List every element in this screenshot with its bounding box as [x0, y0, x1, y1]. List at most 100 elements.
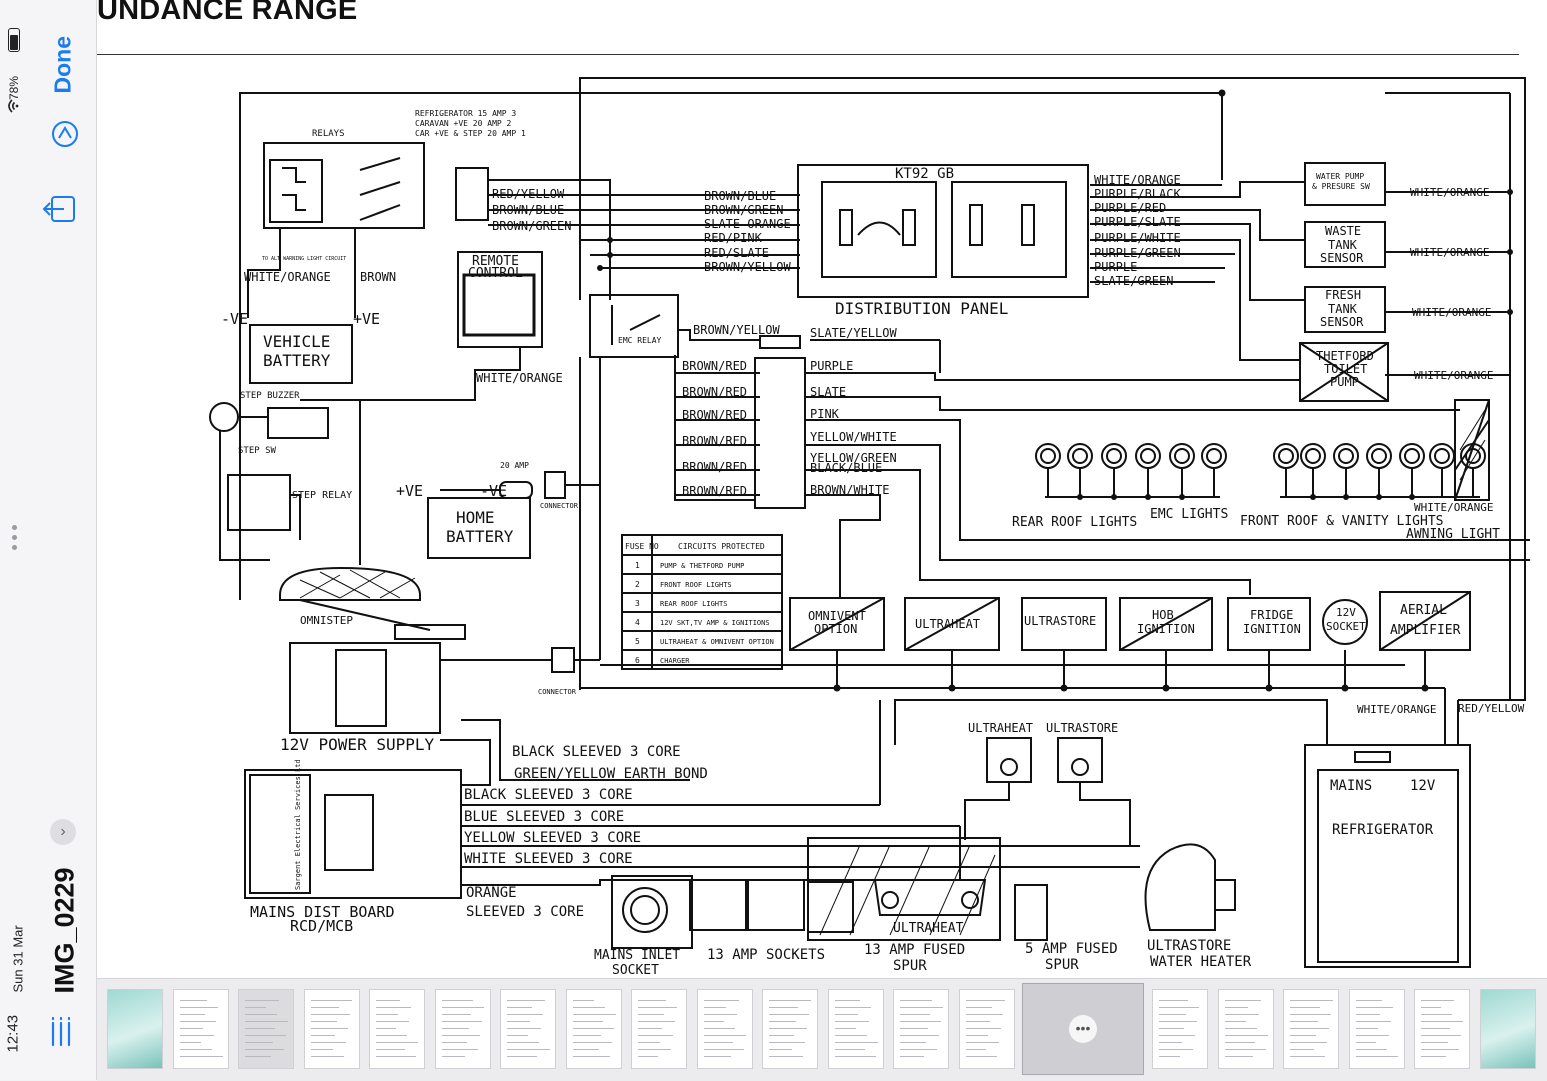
thumb-line: [703, 1028, 735, 1029]
thumbnail[interactable]: [696, 989, 753, 1069]
panel-right-wire: SLATE/GREEN: [1094, 274, 1173, 288]
thumb-line: [179, 1056, 223, 1057]
thumbnail[interactable]: [303, 989, 360, 1069]
thumbnail[interactable]: [565, 989, 622, 1069]
thumbnail-more-icon[interactable]: •••: [1069, 1015, 1097, 1043]
panel-left-wire: RED/SLATE: [704, 246, 769, 260]
thumbnail[interactable]: [762, 989, 818, 1069]
fuse-left-wire: BROWN/RED: [682, 460, 747, 474]
thumb-line: [834, 1028, 856, 1029]
expand-chevron-icon[interactable]: ›: [50, 819, 76, 845]
thumb-line: [834, 1014, 858, 1015]
thumbnail[interactable]: [1348, 989, 1405, 1069]
thumb-line: [900, 1007, 943, 1008]
list-icon[interactable]: [47, 1015, 77, 1051]
thumb-line: [769, 1007, 798, 1008]
fuse-right-wire: SLATE: [810, 385, 846, 399]
thumbnail[interactable]: [958, 989, 1015, 1069]
thumb-line: [1159, 1007, 1199, 1008]
thumb-line: [441, 1000, 473, 1001]
fuse-right-wire: PINK: [810, 407, 840, 421]
thumbnail-selected[interactable]: •••: [1022, 983, 1144, 1075]
fuse-right-wire: BLACK/BLUE: [810, 461, 882, 475]
thumb-line: [769, 1049, 792, 1050]
thumb-line: [1421, 1000, 1454, 1001]
power-supply-label: 12V POWER SUPPLY: [280, 735, 434, 754]
thumbnail[interactable]: [827, 989, 884, 1069]
thumbnail[interactable]: [1479, 989, 1536, 1069]
wiring-diagram: RELAYS REFRIGERATOR 15 AMP 3 CARAVAN +VE…: [209, 77, 1530, 978]
thumb-line: [1159, 1028, 1184, 1029]
thumb-line: [310, 1014, 350, 1015]
front-roof-lights-label: FRONT ROOF & VANITY LIGHTS: [1240, 514, 1444, 529]
vehicle-battery-label: BATTERY: [263, 351, 331, 370]
thumb-line: [769, 1028, 807, 1029]
light-bulb-inner: [1278, 448, 1294, 464]
fused-spur-label: 13 AMP FUSED: [864, 942, 965, 958]
fuse-right-wire: YELLOW/GREEN: [810, 451, 897, 465]
thumb-line: [376, 1014, 398, 1015]
thumbnail[interactable]: [1217, 989, 1274, 1069]
emc-lights-label: EMC LIGHTS: [1150, 507, 1228, 522]
thumbnail[interactable]: [893, 989, 949, 1069]
thumb-line: [179, 1049, 212, 1050]
thumb-line: [376, 1056, 416, 1057]
thumb-line: [572, 1035, 601, 1036]
thumbnail[interactable]: [172, 989, 229, 1069]
thumbnail[interactable]: [369, 989, 425, 1069]
thumb-line: [769, 1021, 796, 1022]
thumb-line: [1355, 1049, 1387, 1050]
thumb-line: [310, 1042, 346, 1043]
light-bulb-icon: [1366, 443, 1392, 469]
markup-icon[interactable]: [50, 119, 80, 149]
thumb-line: [1224, 1007, 1248, 1008]
thumb-line: [1224, 1056, 1253, 1057]
appliance-label: FRIDGE: [1250, 608, 1293, 622]
thumbnail[interactable]: [1283, 989, 1339, 1069]
fuse-left-wire: BROWN/RED: [682, 408, 747, 422]
appliance-label: ULTRASTORE: [1024, 614, 1096, 628]
share-icon[interactable]: [42, 191, 80, 227]
thumb-line: [441, 1021, 482, 1022]
light-bulb-icon: [1169, 443, 1195, 469]
thumb-line: [1421, 1056, 1446, 1057]
thumb-line: [638, 1042, 660, 1043]
thumb-line: [572, 1021, 603, 1022]
thumbnail[interactable]: [238, 989, 294, 1069]
thumb-line: [507, 1007, 532, 1008]
thumb-line: [245, 1000, 279, 1001]
thumb-line: [1290, 1056, 1325, 1057]
pump-box-label: SENSOR: [1320, 315, 1364, 329]
thumbnail[interactable]: [631, 989, 687, 1069]
more-dots-icon[interactable]: [12, 525, 18, 555]
thumb-line: [834, 1049, 865, 1050]
thumb-line: [572, 1049, 599, 1050]
thumb-line: [638, 1049, 671, 1050]
thumbnail[interactable]: [1152, 989, 1208, 1069]
thumb-line: [572, 1028, 614, 1029]
thumb-line: [1159, 1056, 1180, 1057]
light-bulb-icon: [1333, 443, 1359, 469]
thumbnail[interactable]: [107, 989, 163, 1069]
pump-box-label: WATER PUMP: [1316, 172, 1364, 181]
home-battery-label: HOME: [456, 508, 495, 527]
thumb-line: [245, 1056, 271, 1057]
thumb-line: [310, 1000, 352, 1001]
refrigerator-label: REFRIGERATOR: [1332, 822, 1434, 838]
fuse-row-desc: REAR ROOF LIGHTS: [660, 600, 727, 608]
thumb-line: [376, 1028, 396, 1029]
thumb-line: [441, 1056, 465, 1057]
thumbnail[interactable]: [434, 989, 491, 1069]
thumbnail[interactable]: [500, 989, 556, 1069]
thumb-line: [769, 1014, 809, 1015]
fuse-left-wire: BROWN/RED: [682, 359, 747, 373]
thumb-line: [965, 1049, 986, 1050]
thumbnail[interactable]: [1414, 989, 1470, 1069]
thumb-line: [245, 1049, 284, 1050]
pump-box-label: FRESH: [1325, 288, 1361, 302]
thumb-line: [965, 1042, 999, 1043]
thumb-line: [572, 1042, 612, 1043]
thumb-line: [572, 1000, 594, 1001]
omnistep-label: OMNISTEP: [300, 614, 353, 627]
done-button[interactable]: Done: [49, 36, 76, 94]
